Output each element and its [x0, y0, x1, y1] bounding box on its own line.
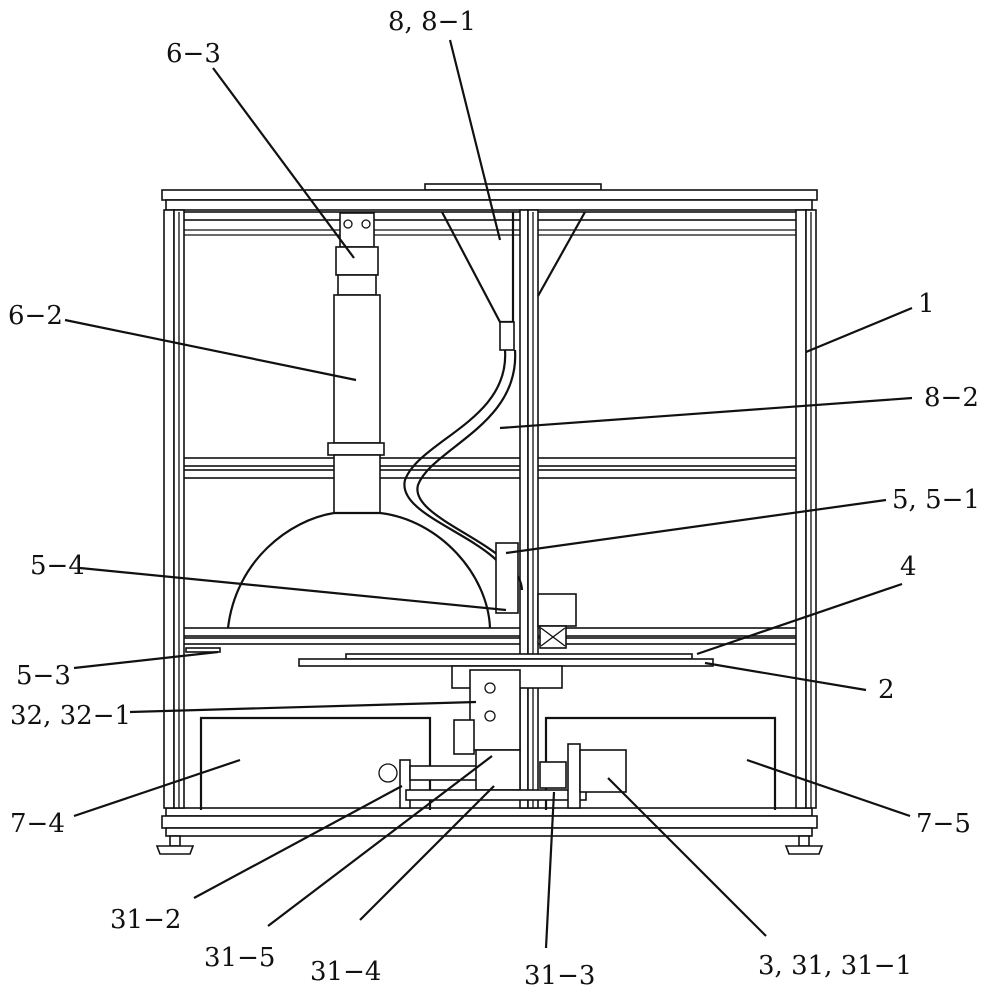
- drive-31: [378, 743, 627, 809]
- mechanism-5: [495, 542, 577, 649]
- cylinder-assembly: [226, 212, 492, 629]
- label-31-3: 31−3: [524, 961, 595, 991]
- label-31-2: 31−2: [110, 905, 181, 935]
- label-3-31-31-1: 3, 31, 31−1: [758, 951, 912, 981]
- label-8-8-1: 8, 8−1: [388, 7, 476, 37]
- frame-structure: [155, 183, 824, 855]
- label-8-2: 8−2: [924, 383, 979, 413]
- label-31-5: 31−5: [204, 943, 275, 973]
- label-6-2: 6−2: [8, 301, 63, 331]
- label-5-5-1: 5, 5−1: [892, 485, 980, 515]
- labels: 8, 8−1 6−3 6−2 1 8−2 5, 5−1 5−4 4 5−3 2 …: [8, 7, 980, 991]
- label-6-3: 6−3: [166, 39, 221, 69]
- label-7-5: 7−5: [916, 809, 971, 839]
- feed-tube: [403, 349, 524, 591]
- label-2: 2: [878, 675, 895, 705]
- label-32-32-1: 32, 32−1: [10, 701, 131, 731]
- hopper: [441, 211, 586, 351]
- label-31-4: 31−4: [310, 957, 381, 987]
- leader-lines: [64, 39, 913, 949]
- label-5-3: 5−3: [16, 661, 71, 691]
- label-4: 4: [900, 552, 917, 582]
- label-5-4: 5−4: [30, 551, 85, 581]
- unit-32: [451, 665, 563, 755]
- table: [185, 647, 714, 667]
- label-7-4: 7−4: [10, 809, 65, 839]
- label-1: 1: [918, 289, 935, 319]
